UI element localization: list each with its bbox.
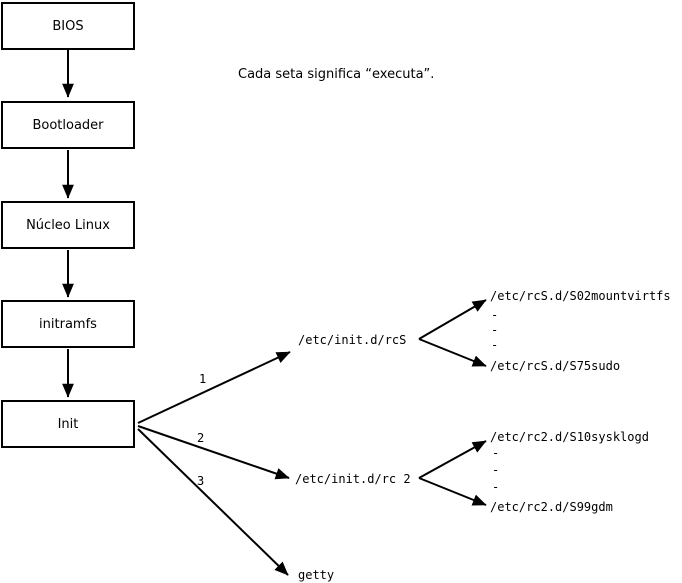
ellipsis-dash: - (492, 463, 500, 477)
box-bootloader-label: Bootloader (32, 117, 104, 133)
arrow-init-to-rcs-icon (137, 351, 291, 424)
ellipsis-dash: - (492, 446, 500, 460)
arrow-rcs-to-s75-icon (418, 338, 487, 367)
branch-number-1: 1 (199, 372, 207, 386)
box-kernel: Núcleo Linux (1, 201, 135, 249)
ellipsis-dash: - (491, 308, 499, 322)
box-init-label: Init (57, 416, 79, 432)
ellipsis-dash: - (491, 323, 499, 337)
arrow-init-to-getty-icon (137, 428, 289, 576)
box-bios: BIOS (1, 2, 135, 50)
box-initramfs: initramfs (1, 300, 135, 348)
script-rcs-first-label: /etc/rcS.d/S02mountvirtfs (490, 289, 671, 303)
box-kernel-label: Núcleo Linux (26, 217, 110, 233)
box-bootloader: Bootloader (1, 101, 135, 149)
branch-number-2: 2 (197, 431, 205, 445)
arrow-rcs-to-s02-icon (418, 299, 487, 340)
ellipsis-dash: - (492, 480, 500, 494)
script-rc2-last-label: /etc/rc2.d/S99gdm (490, 500, 613, 514)
script-rc2-first-label: /etc/rc2.d/S10sysklogd (490, 430, 649, 444)
arrow-rc2-to-s99-icon (418, 477, 487, 506)
arrow-init-to-rc2-icon (137, 425, 290, 480)
target-getty-label: getty (298, 568, 335, 582)
box-init: Init (1, 400, 135, 448)
note-text: Cada seta significa “executa”. (238, 67, 435, 82)
script-rcs-last-label: /etc/rcS.d/S75sudo (490, 359, 621, 373)
target-rcs-label: /etc/init.d/rcS (298, 333, 407, 347)
branch-number-3: 3 (197, 474, 205, 488)
ellipsis-dash: - (491, 338, 499, 352)
target-rc2-label: /etc/init.d/rc 2 (295, 472, 411, 486)
arrow-rc2-to-s10-icon (418, 440, 487, 479)
box-initramfs-label: initramfs (39, 316, 97, 332)
box-bios-label: BIOS (52, 18, 84, 34)
